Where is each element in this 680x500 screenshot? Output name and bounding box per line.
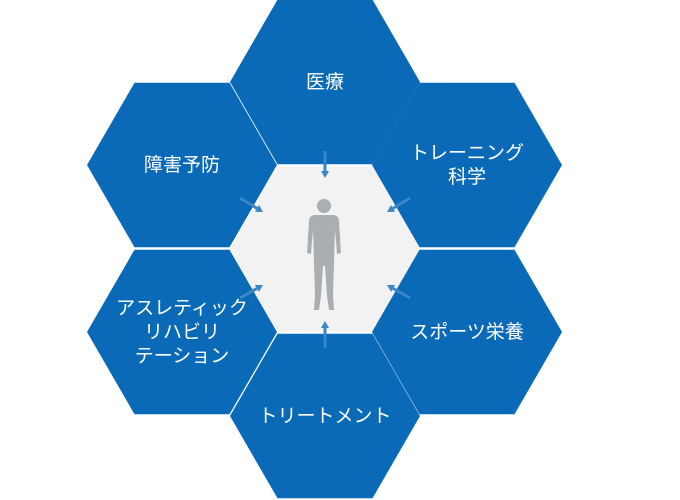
hexagon-treatment — [230, 333, 420, 499]
hexagon-label-line: トリートメント — [258, 405, 392, 427]
arrow-from-sports-nutrition-icon — [387, 284, 411, 300]
hexagon-label-line: リハビリ — [143, 321, 220, 343]
hexagon-label-treatment: トリートメント — [235, 404, 415, 428]
hexagon-label-sports-nutrition: スポーツ栄養 — [387, 320, 547, 344]
hexagon-training-science — [372, 82, 562, 248]
hexagon-label-line: 科学 — [447, 166, 486, 188]
hexagon-label-line: 障害予防 — [143, 154, 220, 176]
hexagon-medical — [230, 0, 420, 165]
hexagon-label-medical: 医療 — [245, 70, 405, 94]
hexagon-athletic-rehab — [87, 249, 277, 415]
arrow-from-training-science-icon — [387, 196, 411, 212]
hexagon-label-line: トレーニング — [409, 142, 524, 164]
hexagon-injury-prevention — [87, 82, 277, 248]
arrow-from-treatment-icon — [321, 321, 329, 348]
person-silhouette-icon — [307, 199, 341, 310]
hexagon-label-training-science: トレーニング科学 — [387, 141, 547, 189]
arrow-from-medical-icon — [321, 151, 329, 178]
hexagon-label-line: アスレティック — [116, 297, 248, 319]
hexagon-label-line: テーション — [134, 345, 230, 367]
arrow-from-injury-prevention-icon — [239, 196, 263, 212]
hexagon-label-athletic-rehab: アスレティックリハビリテーション — [97, 296, 267, 368]
arrow-from-athletic-rehab-icon — [239, 284, 263, 300]
hexagon-label-line: スポーツ栄養 — [410, 321, 524, 343]
hexagon-sports-nutrition — [372, 249, 562, 415]
hexagon-label-line: 医療 — [305, 71, 344, 93]
hexagon-label-injury-prevention: 障害予防 — [102, 153, 262, 177]
